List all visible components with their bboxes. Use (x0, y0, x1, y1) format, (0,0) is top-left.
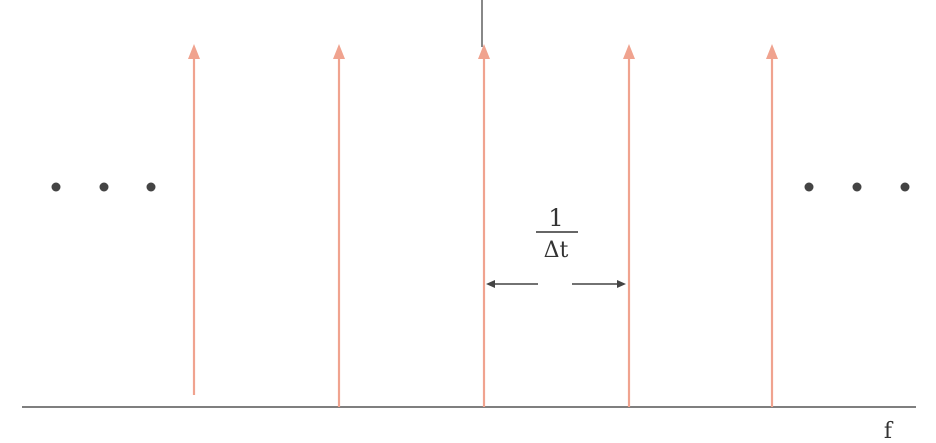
impulse-1 (188, 44, 200, 395)
left-ellipsis (51, 182, 156, 192)
ellipsis-dot (852, 182, 862, 192)
ellipsis-dot (99, 182, 109, 192)
impulse-arrowhead (766, 44, 778, 59)
right-ellipsis (804, 182, 910, 192)
spacing-dimension-arrow (486, 280, 626, 288)
impulse-arrowhead (623, 44, 635, 59)
impulse-arrowhead (188, 44, 200, 59)
ellipsis-dot (51, 182, 61, 192)
impulse-2 (333, 44, 345, 407)
impulse-arrowhead (478, 44, 490, 59)
dimension-arrowhead-left (486, 280, 495, 288)
impulse-5 (766, 44, 778, 407)
spacing-label-denominator: Δt (544, 238, 569, 263)
ellipsis-dot (804, 182, 814, 192)
impulse-3 (478, 44, 490, 407)
spacing-label-numerator: 1 (548, 204, 563, 232)
impulse-arrowhead (333, 44, 345, 59)
impulse-4 (623, 44, 635, 407)
frequency-axis-label: f (884, 419, 894, 443)
ellipsis-dot (900, 182, 910, 192)
impulse-train (188, 44, 778, 407)
ellipsis-dot (146, 182, 156, 192)
spacing-label: 1 Δt (536, 204, 578, 263)
dimension-arrowhead-right (617, 280, 626, 288)
